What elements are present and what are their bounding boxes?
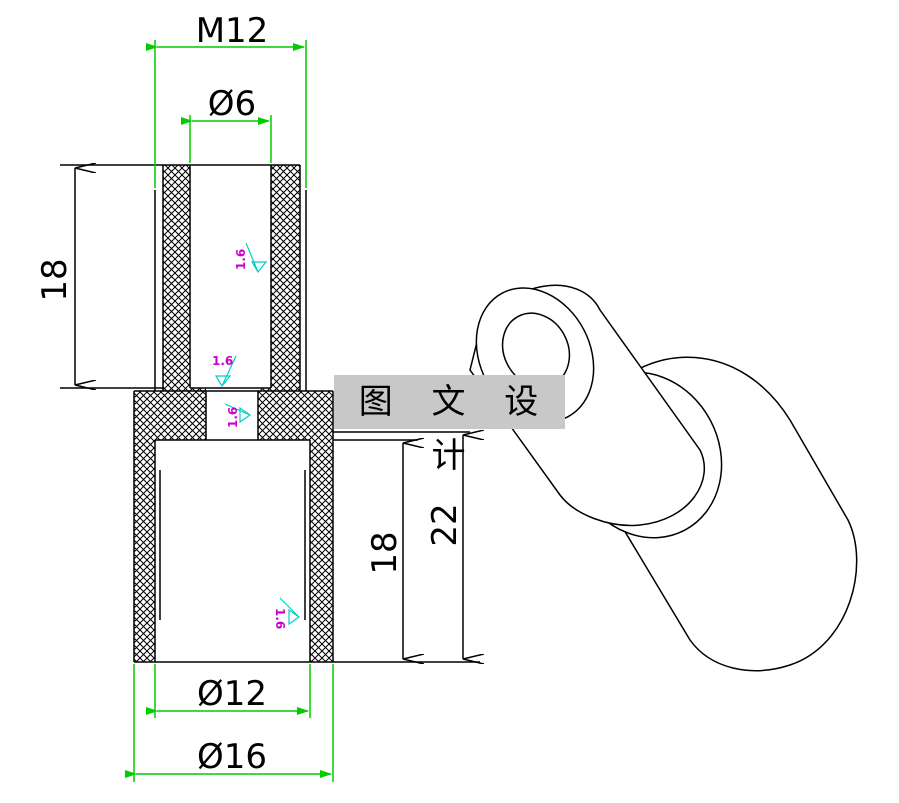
roughness-step-top: 1.6 [212,354,237,388]
dim-thread: M12 [196,11,269,51]
roughness-step-bore: 1.6 [224,403,252,428]
dim-lower-length: 18 [365,531,405,574]
dim-bore-small: Ø6 [208,84,256,124]
section-view: 18 18 22 M12 Ø6 Ø12 Ø16 1.6 1 [35,11,480,782]
dim-upper-length: 18 [35,258,75,301]
svg-text:1.6: 1.6 [273,608,287,629]
roughness-upper-bore: 1.6 [234,242,268,274]
dim-bore-large: Ø12 [197,674,267,714]
svg-text:1.6: 1.6 [226,407,240,428]
svg-text:1.6: 1.6 [212,354,233,368]
dim-total-lower: 22 [425,503,465,546]
roughness-lower-bore: 1.6 [273,597,301,629]
section-outline [60,164,480,663]
title-label: 图 文 设 计 [334,375,565,476]
section-hatch [134,165,333,662]
isometric-view [469,284,858,672]
vertical-dimensions [74,168,463,659]
svg-text:1.6: 1.6 [234,249,248,270]
dim-outer-diameter: Ø16 [197,737,267,777]
horizontal-dimensions [125,40,334,782]
